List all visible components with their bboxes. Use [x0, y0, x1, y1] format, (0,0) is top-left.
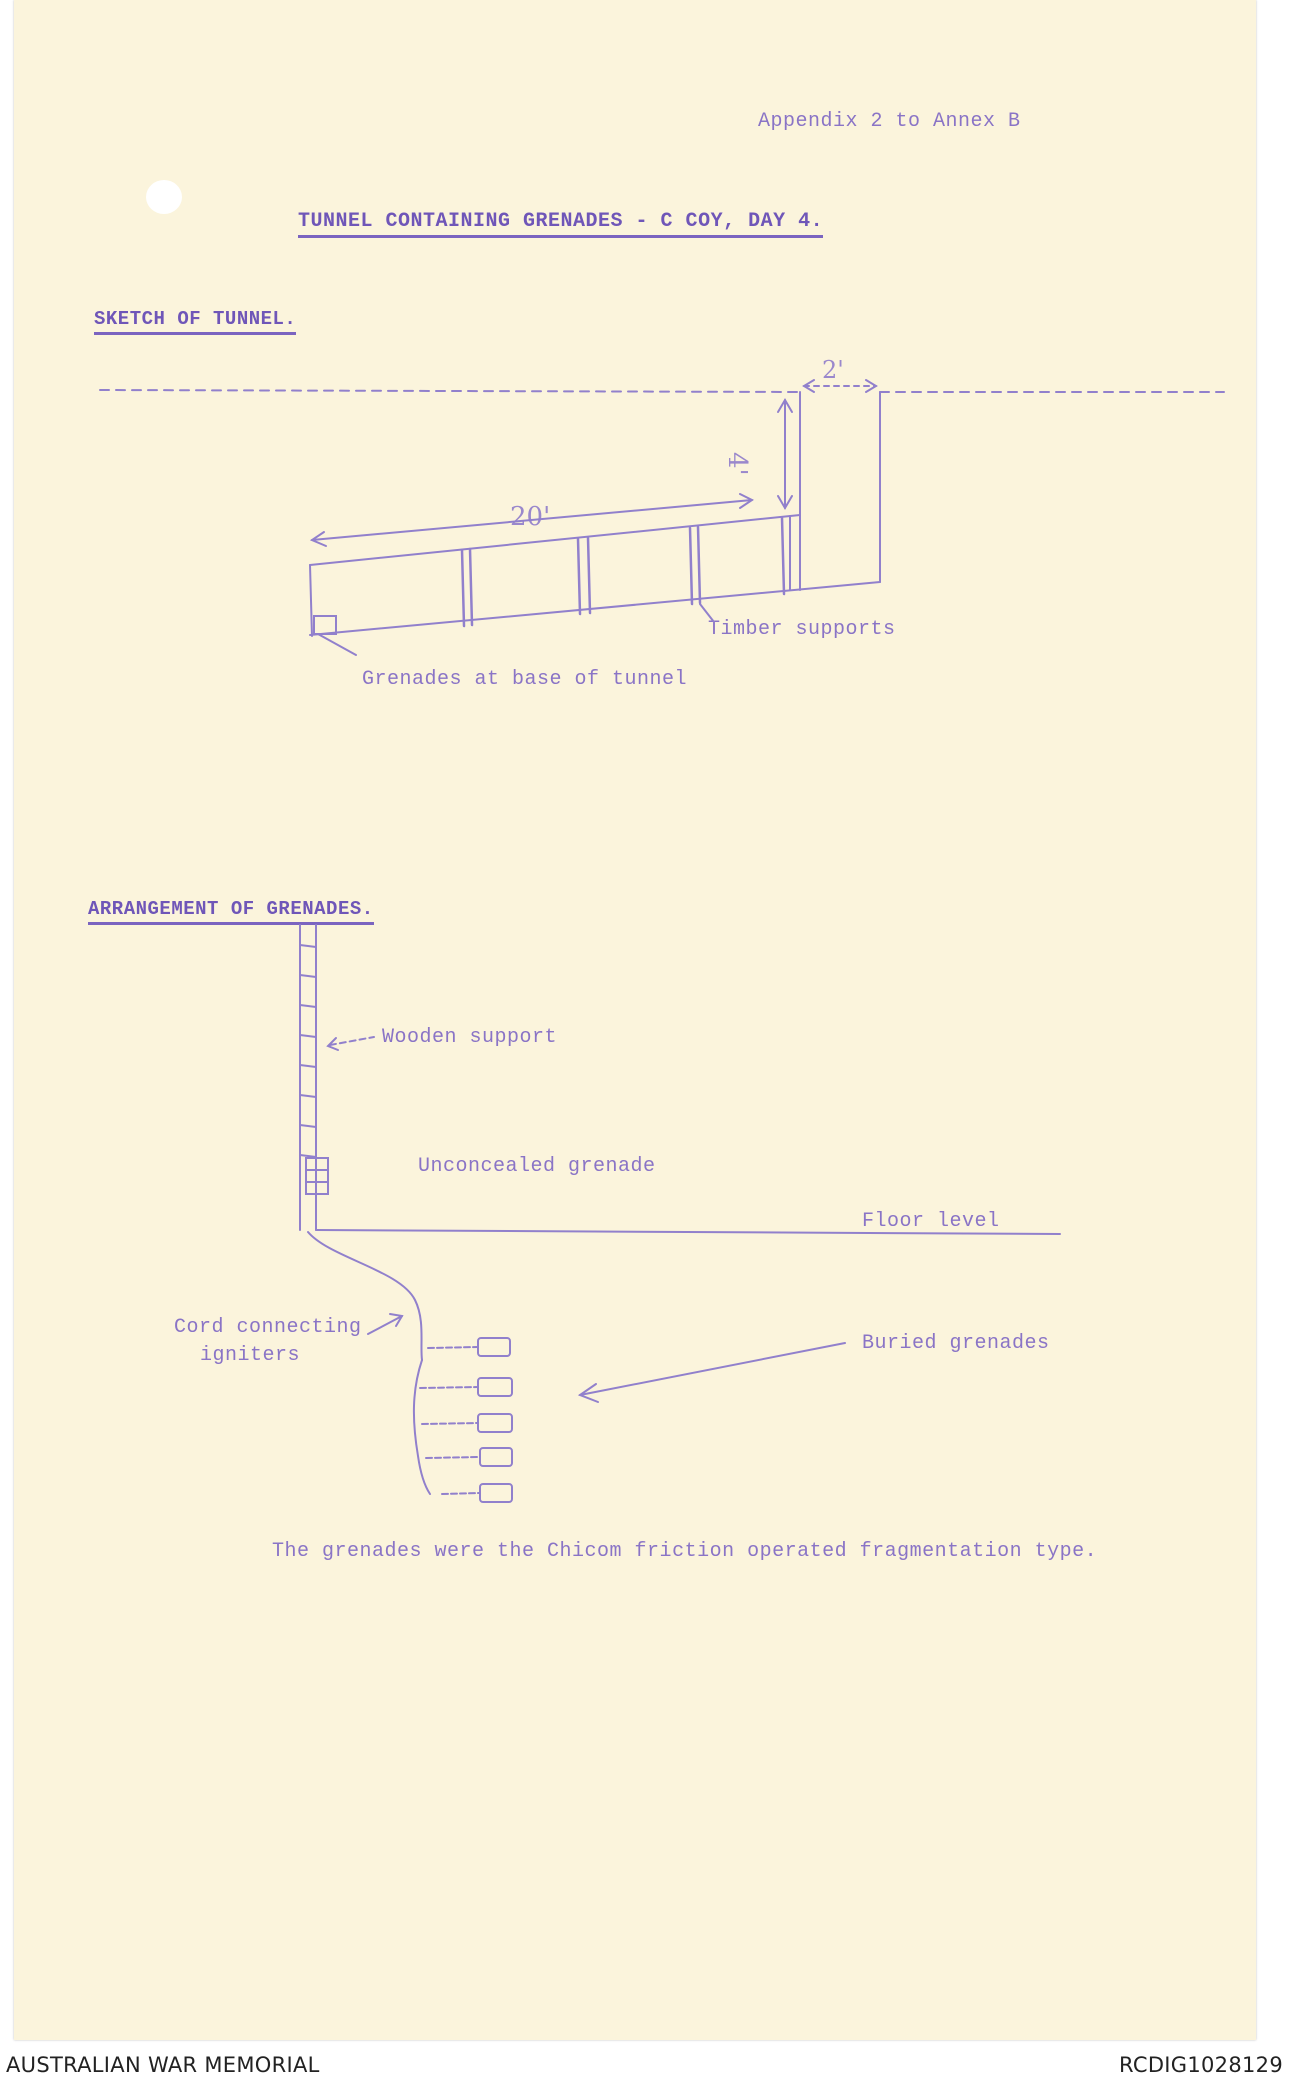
floor-line	[315, 1229, 1061, 1235]
floor-level-label: Floor level	[862, 1210, 1000, 1233]
grenades-base-label: Grenades at base of tunnel	[362, 668, 688, 691]
width-arrow	[802, 379, 878, 393]
timber-supports-label: Timber supports	[708, 618, 896, 641]
appendix-label: Appendix 2 to Annex B	[758, 110, 1021, 133]
ground-line	[99, 389, 801, 393]
sketch-heading: SKETCH OF TUNNEL.	[94, 308, 297, 335]
width-dimension: 2'	[822, 356, 844, 384]
buried-grenades-label: Buried grenades	[862, 1332, 1050, 1355]
cord-label-line2: igniters	[200, 1344, 301, 1367]
footer-source: AUSTRALIAN WAR MEMORIAL	[6, 2053, 320, 2077]
depth-arrow	[777, 398, 793, 510]
length-arrow	[309, 493, 754, 547]
timber-supports	[460, 516, 786, 628]
cord-label-line1: Cord connecting	[174, 1316, 362, 1339]
document-title: TUNNEL CONTAINING GRENADES - C COY, DAY …	[298, 210, 824, 238]
grenade-type-note: The grenades were the Chicom friction op…	[272, 1540, 1098, 1563]
tunnel-grenades	[313, 615, 337, 635]
wooden-support-label: Wooden support	[382, 1026, 558, 1049]
length-dimension: 20'	[510, 502, 551, 532]
buried-grenades-arrow	[577, 1342, 846, 1403]
connecting-cord	[307, 1231, 423, 1361]
footer-id: RCDIG1028129	[1119, 2053, 1283, 2077]
buried-grenades	[412, 1337, 513, 1503]
wooden-support-post	[299, 924, 317, 1231]
unconcealed-grenade	[305, 1157, 329, 1195]
punch-hole	[146, 180, 182, 214]
arrangement-heading: ARRANGEMENT OF GRENADES.	[88, 898, 374, 925]
unconcealed-grenade-label: Unconcealed grenade	[418, 1155, 656, 1178]
document-page	[14, 0, 1256, 2040]
